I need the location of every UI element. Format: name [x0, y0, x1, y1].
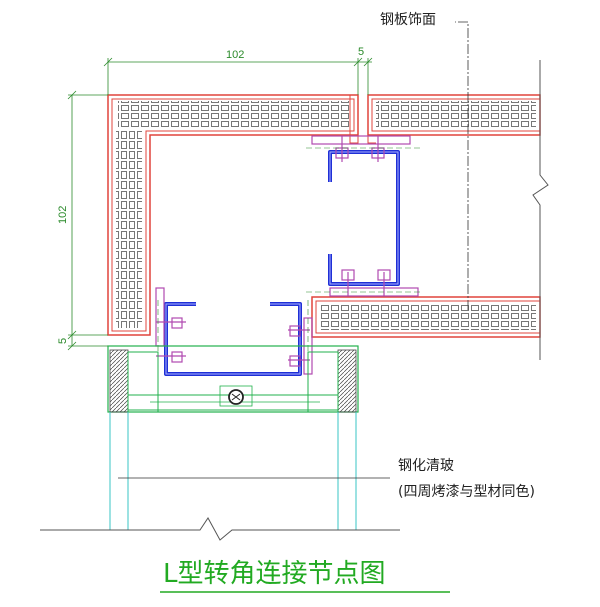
label-glass-line1: 钢化清玻: [398, 458, 454, 474]
dim-side-gap: 5: [57, 338, 69, 344]
label-glass-line2: (四周烤漆与型材同色): [398, 483, 535, 500]
bolt-connectors: [155, 135, 419, 375]
drawing-title: L型转角连接节点图: [163, 559, 386, 589]
rubber-gasket-right: [337, 349, 357, 413]
steel-channel-lower: [164, 302, 302, 376]
honeycomb-core-vertical: [116, 130, 142, 328]
dimension-lines: [67, 57, 373, 351]
break-line-bottom: [40, 517, 400, 541]
dim-top-gap: 5: [358, 46, 364, 58]
leader-steel-panel: [455, 21, 469, 310]
l-panel-left: [107, 94, 359, 336]
centerlines: [157, 147, 420, 380]
panel-middle-right: [311, 296, 541, 338]
dim-top-width: 102: [226, 49, 244, 61]
glass-frame-profile: [107, 345, 359, 413]
honeycomb-core-middle: [320, 304, 536, 330]
break-line-right: [532, 60, 549, 360]
glass-lines: [109, 412, 357, 530]
honeycomb-core-top-right: [376, 101, 536, 127]
label-steel-panel: 钢板饰面: [380, 12, 436, 28]
dim-side-height: 102: [57, 206, 69, 224]
honeycomb-core-top-left: [118, 101, 350, 127]
rubber-gasket-left: [109, 349, 129, 413]
panel-top-right: [367, 94, 541, 144]
steel-channel-upper: [328, 150, 400, 286]
